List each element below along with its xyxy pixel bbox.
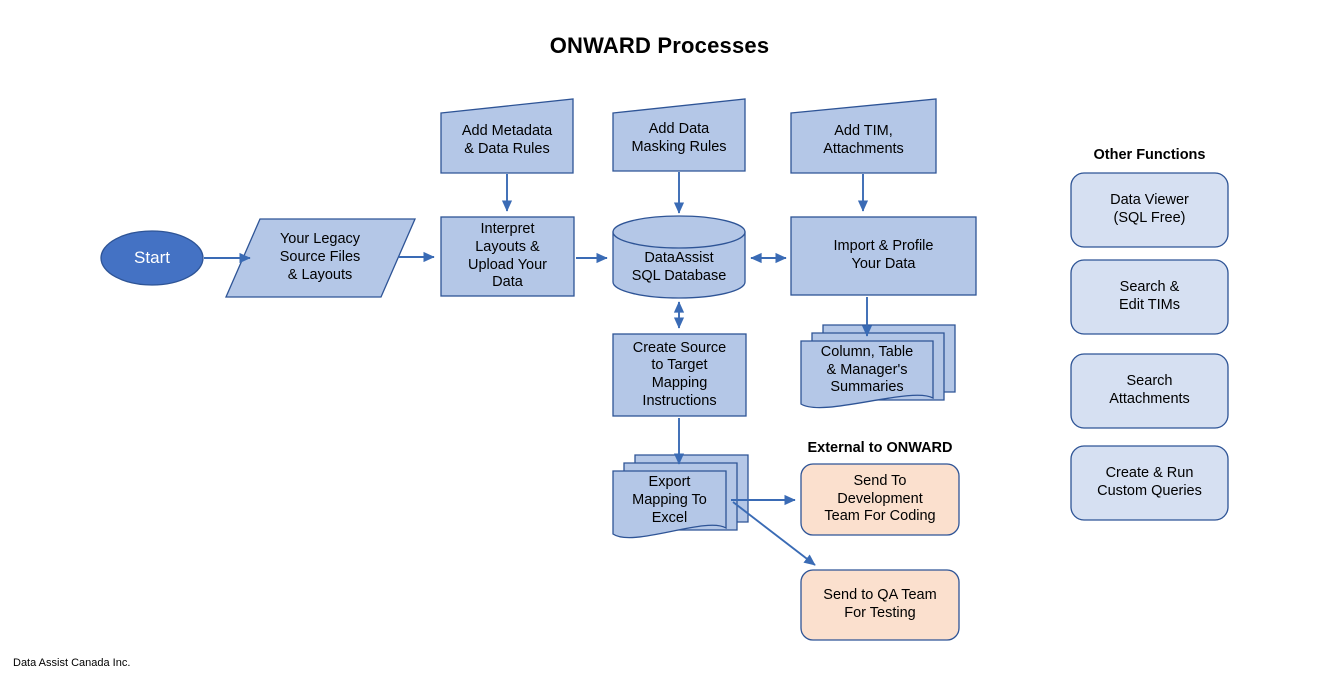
node-export-mapping-label: Export Mapping To Excel (632, 474, 707, 526)
node-database-label: DataAssist SQL Database (631, 250, 727, 284)
footer-credit: Data Assist Canada Inc. (13, 657, 131, 669)
shape-func-0 (1070, 172, 1229, 248)
node-create-mapping-label: Create Source to Target Mapping Instruct… (632, 339, 727, 409)
shape-add-metadata (440, 98, 574, 174)
shape-summaries-front (800, 340, 934, 409)
other-function-custom-queries[interactable]: Create & Run Custom Queries (1097, 465, 1202, 499)
shape-add-masking (612, 98, 746, 172)
shape-source-files (225, 218, 416, 298)
node-start-label: Start (134, 247, 170, 267)
shape-external-dev (800, 463, 960, 536)
shape-export-front (612, 470, 727, 539)
shape-func-3 (1070, 445, 1229, 521)
node-summaries-label: Column, Table & Manager's Summaries (820, 343, 914, 396)
shape-create-mapping (612, 333, 747, 417)
other-function-search-attachments[interactable]: Search Attachments (1109, 373, 1190, 407)
shape-interpret (440, 216, 575, 297)
external-heading: External to ONWARD (807, 440, 953, 456)
node-add-tim-label: Add TIM, Attachments (823, 122, 904, 157)
external-item-development[interactable]: Send To Development Team For Coding (824, 472, 936, 525)
shape-func-2 (1070, 353, 1229, 429)
node-import-profile-label: Import & Profile Your Data (833, 238, 934, 272)
other-functions-heading: Other Functions (1093, 147, 1206, 163)
connector-export-to-qa (732, 501, 816, 566)
node-add-metadata-label: Add Metadata & Data Rules (461, 122, 553, 157)
node-interpret-label: Interpret Layouts & Upload Your Data (467, 221, 547, 291)
shape-add-tim (790, 98, 937, 174)
other-function-search-edit-tims[interactable]: Search & Edit TIMs (1119, 279, 1180, 313)
shape-database-top (612, 215, 746, 249)
node-add-masking-label: Add Data Masking Rules (631, 120, 727, 155)
external-item-qa[interactable]: Send to QA Team For Testing (823, 587, 937, 621)
shape-start (100, 230, 204, 286)
node-source-files-label: Your Legacy Source Files & Layouts (279, 231, 361, 283)
shape-database-body (612, 231, 746, 299)
shape-import-profile (790, 216, 977, 296)
other-function-data-viewer[interactable]: Data Viewer (SQL Free) (1110, 192, 1189, 226)
page-title: ONWARD Processes (549, 33, 770, 58)
shape-external-qa (800, 569, 960, 641)
shape-func-1 (1070, 259, 1229, 335)
